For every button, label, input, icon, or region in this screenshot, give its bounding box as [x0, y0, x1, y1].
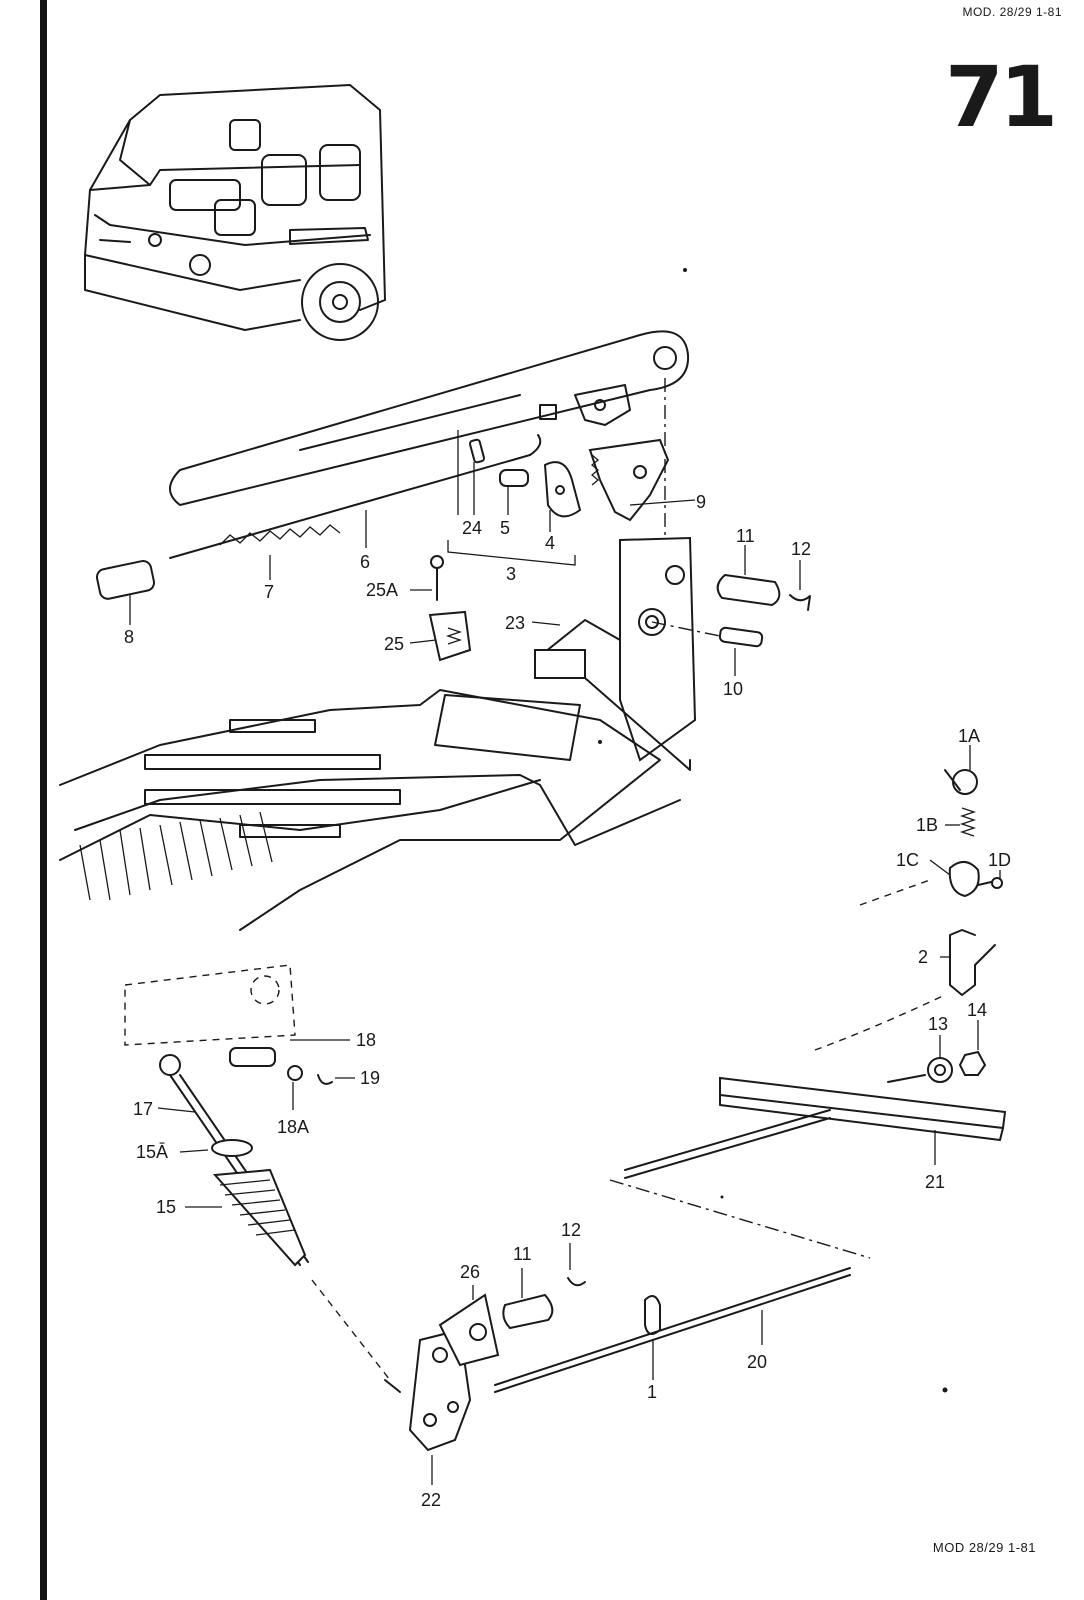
bottom-lever-assembly: [408, 1277, 586, 1452]
upper-leaders: [129, 378, 801, 676]
callout-24: 24: [462, 518, 482, 538]
callout-5: 5: [500, 518, 510, 538]
callout-12-bottom: 12: [561, 1220, 581, 1240]
callout-1C: 1C: [896, 850, 919, 870]
callout-11-bottom: 11: [513, 1244, 532, 1264]
equalizer-bar: [494, 1076, 1007, 1393]
vehicle-cab-illustration: [84, 84, 386, 341]
page-number: 71: [945, 48, 1058, 146]
scan-specks: [598, 268, 948, 1393]
callout-3: 3: [506, 564, 516, 584]
callout-9: 9: [696, 492, 706, 512]
callout-6: 6: [360, 552, 370, 572]
callout-8: 8: [124, 627, 134, 647]
callout-12-top: 12: [791, 539, 811, 559]
callout-19: 19: [360, 1068, 380, 1088]
callout-15A: 15Ā: [136, 1142, 168, 1162]
callout-11-top: 11: [736, 526, 755, 546]
callout-18A: 18A: [277, 1117, 309, 1137]
callout-17: 17: [133, 1099, 153, 1119]
footer-model-code: MOD 28/29 1-81: [932, 1540, 1036, 1555]
lever-bracket: [534, 536, 811, 771]
callout-7: 7: [264, 582, 274, 602]
callout-18: 18: [356, 1030, 376, 1050]
lower-leaders: [157, 745, 1001, 1485]
left-lower-parts: [124, 964, 401, 1393]
binding-edge: [40, 0, 47, 1600]
callout-2: 2: [918, 947, 928, 967]
right-linkage-parts: [814, 769, 1003, 1083]
callout-25: 25: [384, 634, 404, 654]
callout-14: 14: [967, 1000, 987, 1020]
callout-labels: 9 24 5 4 6 3 7 8 25A 25 23 11 12 10 1A 1…: [124, 492, 1011, 1510]
header-model-code: MOD. 28/29 1-81: [962, 5, 1062, 19]
ratchet-segment: [588, 438, 670, 522]
callout-25A: 25A: [366, 580, 398, 600]
callout-22: 22: [421, 1490, 441, 1510]
callout-1D: 1D: [988, 850, 1011, 870]
callout-20: 20: [747, 1352, 767, 1372]
callout-21: 21: [925, 1172, 945, 1192]
callout-1: 1: [647, 1382, 657, 1402]
callout-10: 10: [723, 679, 743, 699]
callout-1A: 1A: [958, 726, 980, 746]
callout-15: 15: [156, 1197, 176, 1217]
switch-assembly: [428, 555, 472, 662]
callout-26: 26: [460, 1262, 480, 1282]
callout-23: 23: [505, 613, 525, 633]
handbrake-lever: [169, 330, 690, 506]
callout-13: 13: [928, 1014, 948, 1034]
pawl-rod-assembly: [95, 434, 542, 600]
pawl-parts: [468, 438, 582, 518]
floor-panel: [59, 689, 681, 931]
callout-4: 4: [545, 533, 555, 553]
callout-1B: 1B: [916, 815, 938, 835]
